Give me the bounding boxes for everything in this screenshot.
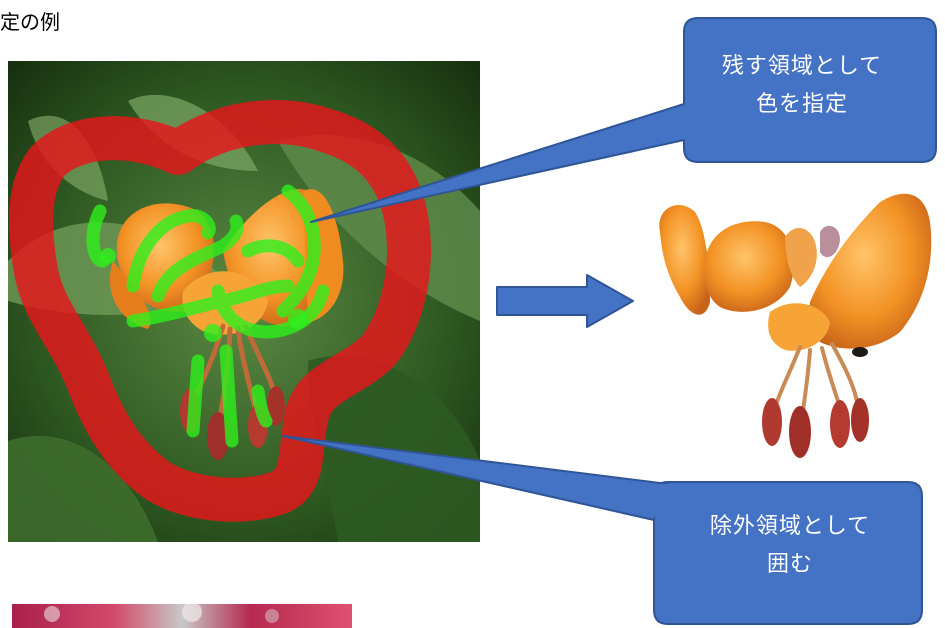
right-arrow-icon	[495, 273, 635, 329]
lily-cutout	[659, 194, 931, 458]
exclude-callout-text: 除外領域として 囲む	[656, 508, 924, 584]
page-title: 定の例	[0, 6, 60, 35]
keep-callout-line2: 色を指定	[684, 86, 920, 124]
source-photo	[8, 61, 480, 542]
keep-callout-text: 残す領域として 色を指定	[684, 48, 920, 124]
result-image	[650, 182, 945, 465]
next-photo-strip	[12, 604, 352, 628]
exclude-callout-line2: 囲む	[656, 546, 924, 584]
keep-callout-line1: 残す領域として	[684, 48, 920, 86]
exclude-callout-line1: 除外領域として	[656, 508, 924, 546]
